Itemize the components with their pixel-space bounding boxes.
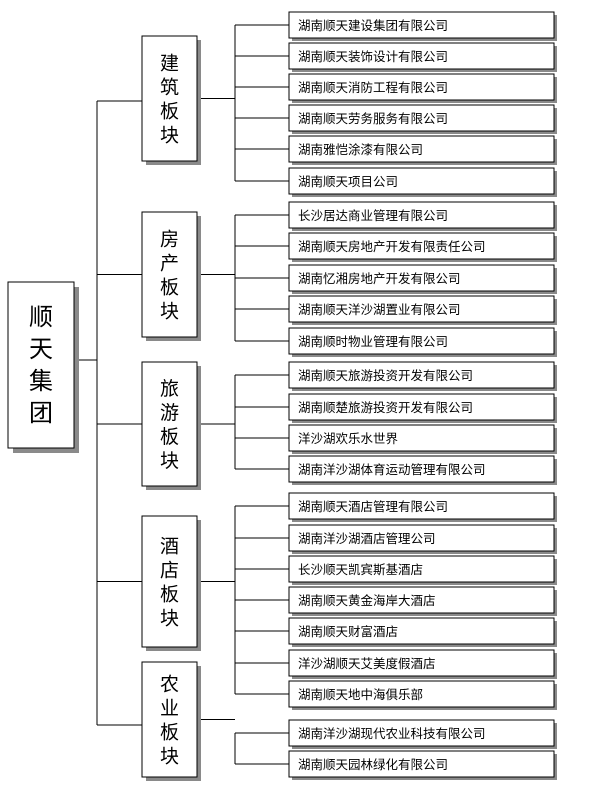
company-label: 湖南顺时物业管理有限公司 bbox=[298, 334, 448, 349]
company-label: 湖南顺天项目公司 bbox=[298, 174, 398, 189]
company-label: 湖南顺天劳务服务有限公司 bbox=[298, 111, 448, 126]
company-box bbox=[288, 555, 555, 583]
company-label: 湖南顺楚旅游投资开发有限公司 bbox=[298, 400, 473, 415]
company-label: 长沙居达商业管理有限公司 bbox=[298, 208, 448, 223]
sector-label: 旅游板块 bbox=[160, 378, 179, 472]
company-box bbox=[288, 327, 555, 355]
company-box bbox=[288, 393, 555, 421]
company-box bbox=[288, 750, 555, 778]
company-label: 湖南顺天黄金海岸大酒店 bbox=[298, 593, 436, 608]
company-label: 湖南顺天装饰设计有限公司 bbox=[298, 49, 448, 64]
company-box bbox=[288, 167, 555, 195]
company-label: 湖南顺天财富酒店 bbox=[298, 624, 398, 639]
sector-box bbox=[141, 515, 198, 648]
company-box bbox=[288, 361, 555, 389]
sector-label: 房产板块 bbox=[160, 229, 179, 323]
company-box bbox=[288, 11, 555, 39]
company-box bbox=[288, 73, 555, 101]
sector-label: 酒店板块 bbox=[160, 536, 179, 630]
company-box bbox=[288, 617, 555, 645]
company-box bbox=[288, 201, 555, 229]
company-box bbox=[288, 524, 555, 552]
company-box bbox=[288, 649, 555, 677]
company-label: 湖南顺天园林绿化有限公司 bbox=[298, 757, 448, 772]
root-box bbox=[7, 281, 75, 449]
company-box bbox=[288, 424, 555, 452]
company-box bbox=[288, 264, 555, 292]
company-label: 湖南忆湘房地产开发有限公司 bbox=[298, 271, 461, 286]
company-box bbox=[288, 586, 555, 614]
company-label: 湖南顺天消防工程有限公司 bbox=[298, 80, 448, 95]
sector-label: 农业板块 bbox=[160, 674, 179, 768]
company-label: 湖南顺天酒店管理有限公司 bbox=[298, 499, 448, 514]
company-label: 洋沙湖欢乐水世界 bbox=[298, 431, 399, 446]
company-label: 湖南洋沙湖酒店管理公司 bbox=[298, 531, 436, 546]
company-box bbox=[288, 135, 555, 163]
company-box bbox=[288, 232, 555, 260]
sector-box bbox=[141, 211, 198, 338]
company-label: 长沙顺天凯宾斯基酒店 bbox=[298, 562, 423, 577]
company-box bbox=[288, 104, 555, 132]
company-label: 湖南顺天旅游投资开发有限公司 bbox=[298, 368, 473, 383]
sector-box bbox=[141, 361, 198, 487]
company-label: 洋沙湖顺天艾美度假酒店 bbox=[298, 656, 436, 671]
company-box bbox=[288, 680, 555, 708]
company-box bbox=[288, 42, 555, 70]
company-box bbox=[288, 719, 555, 747]
company-label: 湖南顺天洋沙湖置业有限公司 bbox=[298, 302, 461, 317]
company-box bbox=[288, 455, 555, 483]
company-box bbox=[288, 295, 555, 323]
company-label: 湖南顺天建设集团有限公司 bbox=[298, 18, 448, 33]
company-box bbox=[288, 492, 555, 520]
sector-box bbox=[141, 661, 198, 778]
sector-box bbox=[141, 35, 198, 162]
company-label: 湖南雅恺涂漆有限公司 bbox=[298, 142, 423, 157]
company-label: 湖南顺天地中海俱乐部 bbox=[298, 687, 423, 702]
root-label: 顺天集团 bbox=[29, 303, 53, 427]
company-label: 湖南洋沙湖现代农业科技有限公司 bbox=[298, 726, 486, 741]
sector-label: 建筑板块 bbox=[160, 53, 179, 147]
company-label: 湖南洋沙湖体育运动管理有限公司 bbox=[298, 462, 486, 477]
company-label: 湖南顺天房地产开发有限责任公司 bbox=[298, 239, 486, 254]
